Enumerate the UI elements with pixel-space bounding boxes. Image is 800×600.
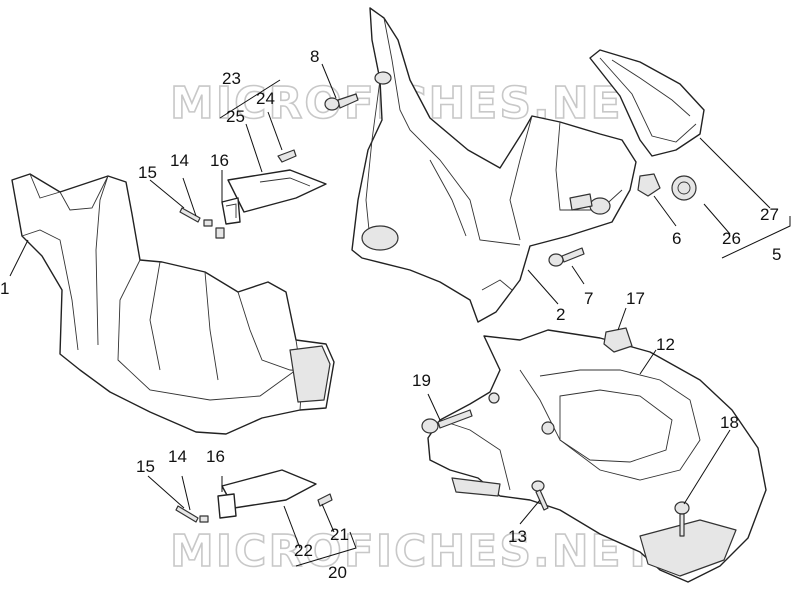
nut-14-lower [199,515,209,523]
screw-21-lower [317,493,333,507]
callout-16-lower: 16 [206,447,225,466]
callout-18: 18 [720,413,739,432]
callout-14-upper: 14 [170,151,189,170]
small-cover-27 [589,49,705,157]
callout-8: 8 [310,47,319,66]
callout-26: 26 [722,229,741,248]
callout-16-upper: 16 [210,151,229,170]
screw-8 [324,93,359,111]
handlebar-front-cover [11,173,335,435]
callout-2: 2 [556,305,565,324]
watermark-bottom: MICROFICHES.NET [170,526,655,577]
handlebar-rear-cover [351,7,637,323]
nut-14-upper [203,219,213,227]
clip-16-lower [217,493,237,519]
callout-1: 1 [0,279,9,298]
callout-numbers: 1 2 5 6 7 8 12 13 14 15 16 17 18 19 20 2… [0,47,781,582]
callout-12: 12 [656,335,675,354]
bolt-15-upper [179,207,201,223]
callout-17: 17 [626,289,645,308]
callout-24: 24 [256,89,275,108]
callout-23: 23 [222,69,241,88]
screw-18 [674,501,690,537]
clip-6 [637,173,661,197]
screw-24-upper [277,149,297,163]
bracket-22-lower [221,469,317,509]
callout-20: 20 [328,563,347,582]
callout-15-lower: 15 [136,457,155,476]
callout-6: 6 [672,229,681,248]
clip-17 [603,327,633,353]
callout-22: 22 [294,541,313,560]
screw-7 [548,247,585,267]
screw-13 [531,480,549,511]
bolt-15-lower [175,505,199,523]
callout-21: 21 [330,525,349,544]
callout-19: 19 [412,371,431,390]
nut-16b-upper [215,227,225,239]
bracket-25-upper [227,169,327,213]
callout-5: 5 [772,245,781,264]
callout-27: 27 [760,205,779,224]
callout-15-upper: 15 [138,163,157,182]
leader-lines [9,63,791,567]
grommet-26 [671,175,697,201]
callout-14-lower: 14 [168,447,187,466]
clip-16-upper [221,197,241,225]
screw-19 [421,409,473,434]
callout-13: 13 [508,527,527,546]
callout-7: 7 [584,289,593,308]
callout-25: 25 [226,107,245,126]
